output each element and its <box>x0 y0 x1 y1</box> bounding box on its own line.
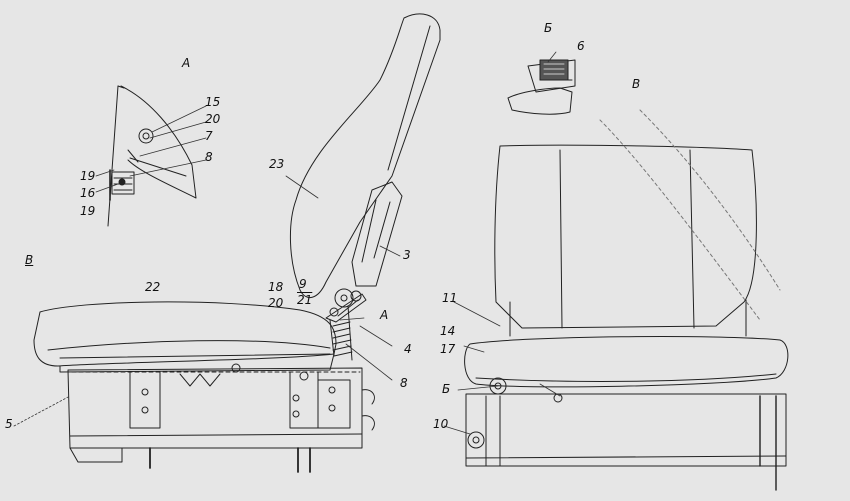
side-view-backrest <box>289 13 441 298</box>
callout-10: 10 <box>433 417 449 431</box>
callout-5: 5 <box>5 417 13 431</box>
callout-20: 20 <box>268 296 284 310</box>
callout-view-a-ref: А <box>380 308 389 322</box>
callout-6: 6 <box>577 39 585 53</box>
view-v-side-title: В <box>25 253 34 267</box>
rear-view-drawing <box>464 109 789 491</box>
callout-16: 16 <box>80 186 96 200</box>
callout-7: 7 <box>205 129 213 143</box>
callout-19: 19 <box>80 169 96 183</box>
callout-4: 4 <box>404 342 412 356</box>
callout-17: 17 <box>440 342 456 356</box>
detail-b-drawing <box>507 59 576 115</box>
callout-3: 3 <box>403 248 411 262</box>
detail-a-title: А <box>182 56 191 70</box>
detail-a-drawing <box>107 85 197 227</box>
detail-b-title: Б <box>544 21 553 35</box>
callout-20: 20 <box>205 112 221 126</box>
callout-19: 19 <box>80 204 96 218</box>
side-view-hinge-spring <box>325 288 367 361</box>
callout-15: 15 <box>205 95 221 109</box>
callout-21: 21 <box>297 293 313 307</box>
callout-14: 14 <box>440 324 456 338</box>
side-view-base <box>67 363 375 473</box>
callout-22: 22 <box>145 280 161 294</box>
callout-8: 8 <box>400 376 408 390</box>
callout-9: 9 <box>299 277 307 291</box>
leader-lines <box>13 51 561 435</box>
callout-23: 23 <box>269 157 285 171</box>
callout-8: 8 <box>205 150 213 164</box>
callout-18: 18 <box>268 280 284 294</box>
callout-11: 11 <box>442 291 458 305</box>
side-view-cushion <box>33 301 337 373</box>
view-v-rear-title: В <box>632 77 641 91</box>
callout-view-b-ref: Б <box>442 382 451 396</box>
